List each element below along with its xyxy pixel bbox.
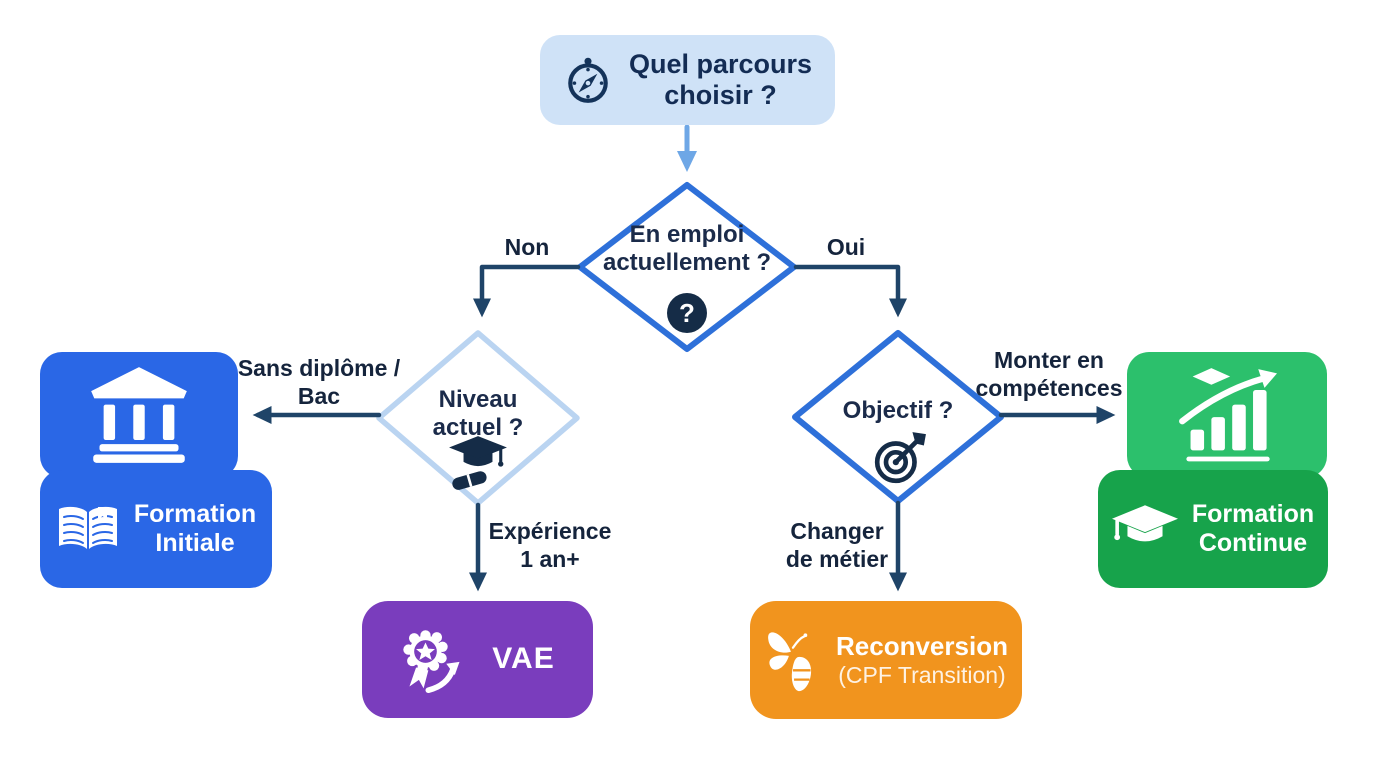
formation-initiale-node: Formation Initiale [40, 470, 272, 588]
butterfly-icon [768, 632, 812, 692]
formation-initiale-icon-panel [40, 352, 238, 478]
graduation-cap-icon [1111, 505, 1178, 542]
edge-label-experience: Expérience 1 an+ [488, 518, 612, 573]
decision-objectif-label: Objectif ? [842, 397, 954, 424]
edge-label-changer: Changer de métier [785, 518, 889, 573]
question-mark-icon: ? [667, 293, 707, 333]
edge-label-non: Non [504, 234, 550, 260]
start-node: Quel parcours choisir ? [540, 35, 835, 125]
open-book-icon [58, 506, 117, 549]
start-label: Quel parcours choisir ? [628, 48, 813, 110]
edge-oui-arrow [793, 264, 907, 318]
bank-building-icon [91, 367, 187, 463]
decision-diamond-emploi [577, 182, 797, 352]
reconversion-label: Reconversion (CPF Transition) [836, 630, 1008, 688]
vae-node: VAE [362, 601, 593, 718]
formation-continue-label: Formation Continue [1191, 500, 1315, 557]
decision-niveau-label: Niveau actuel ? [432, 386, 524, 442]
graduation-diploma-icon [447, 436, 509, 497]
formation-initiale-label: Formation Initiale [133, 500, 257, 557]
compass-icon [568, 57, 608, 103]
target-arrow-icon [872, 430, 928, 491]
edge-label-sans-diplome: Sans diplôme / Bac [237, 355, 401, 410]
vae-label: VAE [492, 642, 555, 676]
edge-non-arrow [473, 264, 581, 318]
growth-chart-icon [1179, 368, 1277, 462]
edge-label-oui: Oui [826, 234, 866, 260]
reconversion-node: Reconversion (CPF Transition) [750, 601, 1022, 719]
formation-continue-icon-panel [1127, 352, 1327, 478]
edge-label-monter: Monter en compétences [975, 347, 1123, 402]
medal-rosette-icon [403, 629, 460, 693]
formation-continue-node: Formation Continue [1098, 470, 1328, 588]
decision-emploi-label: En emploi actuellement ? [602, 221, 772, 277]
